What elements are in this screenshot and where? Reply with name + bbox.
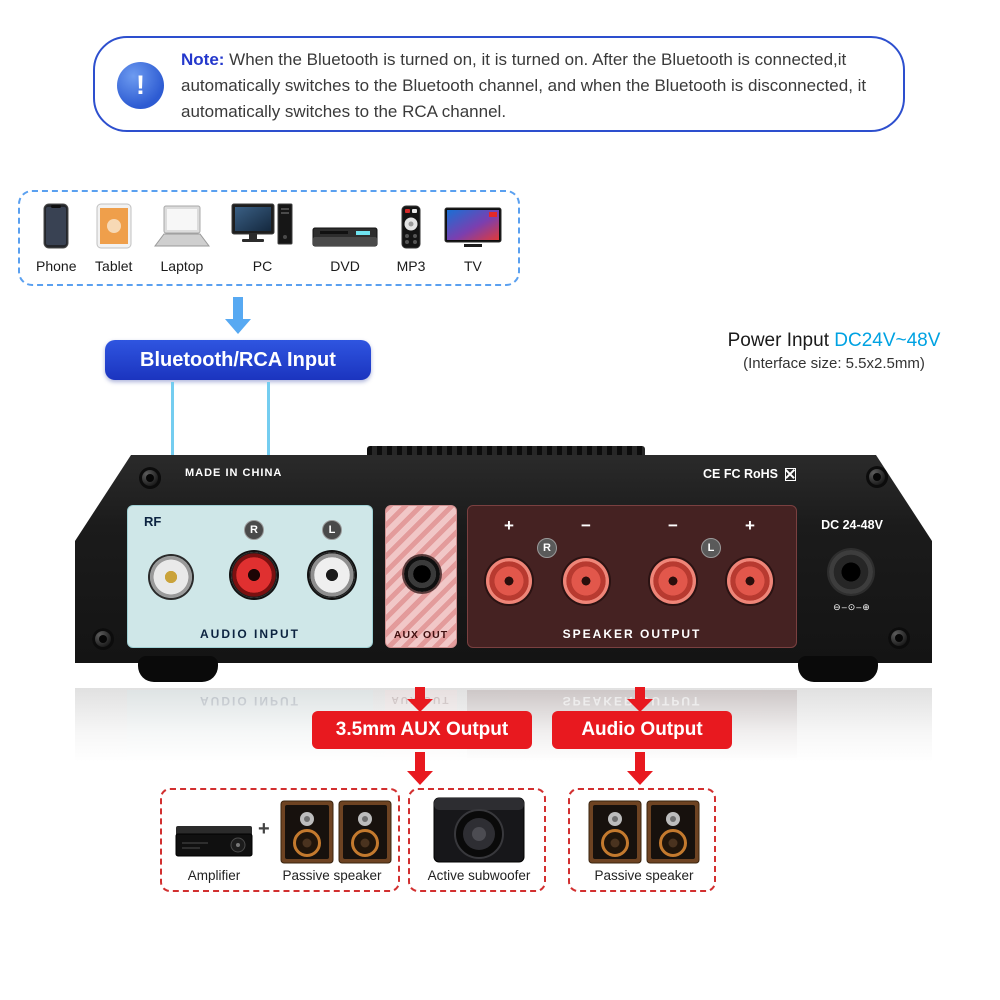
destination-label: Passive speaker [594,868,694,883]
passive-speaker-pair-icon [280,800,392,869]
device-dvd: DVD [312,225,378,274]
note-box: ! Note: When the Bluetooth is turned on,… [93,36,905,132]
aux-out-label: AUX OUT [393,629,449,641]
amp-foot-right [798,656,878,682]
device-label: Phone [36,258,77,274]
mp3-remote-icon [401,205,421,254]
device-label: PC [252,258,273,274]
device-tv: TV [444,207,502,274]
rf-antenna-connector [150,556,192,598]
made-in-china-text: MADE IN CHINA [185,467,283,479]
amp-foot-left [138,656,218,682]
binding-post [650,558,696,604]
audio-input-section: RF R L AUDIO INPUT [127,505,373,648]
note-text: Note: When the Bluetooth is turned on, i… [181,47,893,125]
device-phone: Phone [36,203,76,274]
dc-voltage-label: DC 24-48V [821,518,883,532]
aux-output-button: 3.5mm AUX Output [312,711,532,749]
amplifier-icon [174,814,254,869]
device-label: MP3 [396,258,426,274]
aux-out-section: AUX OUT [385,505,457,648]
destination-passive-speaker-box: Passive speaker [568,788,716,892]
speaker-right-badge: R [537,538,557,558]
aux-3-5mm-jack [404,556,440,592]
device-label: Laptop [160,258,204,274]
arrow-down-icon [627,752,653,791]
rca-jack-left [309,552,355,598]
certification-marks: CE FC RoHS [703,467,796,481]
audio-input-label: AUDIO INPUT [200,627,300,641]
note-label: Note: [181,50,225,69]
device-label: TV [463,258,482,274]
destination-subwoofer-box: Active subwoofer [408,788,546,892]
destination-label: Active subwoofer [427,868,531,883]
binding-post [486,558,532,604]
audio-output-button: Audio Output [552,711,732,749]
arrow-down-icon [407,752,433,791]
passive-speaker-pair-icon [588,800,700,869]
plus-sign: + [504,516,514,535]
bluetooth-rca-input-button: Bluetooth/RCA Input [105,340,371,380]
phone-icon [43,203,69,254]
plus-sign: + [745,516,755,535]
polarity-icon: ⊖–⊙–⊕ [833,602,871,612]
amplifier-rear-panel: MADE IN CHINA CE FC RoHS RF R L AUDIO IN… [75,446,932,686]
arrow-down-icon [224,297,252,340]
screw-icon [139,467,161,489]
power-input-subtitle: (Interface size: 5.5x2.5mm) [743,355,925,372]
device-laptop: Laptop [151,205,213,274]
screw-icon [888,627,910,649]
speaker-left-badge: L [701,538,721,558]
plus-sign: + [258,818,270,840]
exclamation-icon: ! [117,62,164,109]
minus-sign: − [581,516,591,535]
device-label: Tablet [95,258,133,274]
dvd-player-icon [312,225,378,254]
tv-icon [444,207,502,254]
rca-jack-right [231,552,277,598]
speaker-output-label: SPEAKER OUTPUT [562,627,702,641]
binding-post [563,558,609,604]
binding-post [727,558,773,604]
screw-icon [92,628,114,650]
tablet-icon [96,203,132,254]
device-pc: PC [231,203,293,274]
destination-amplifier-speaker-box: + Amplifier Passive speaker [160,788,400,892]
power-input-title: Power Input DC24V~48V [727,330,941,351]
device-mp3: MP3 [396,205,426,274]
speaker-output-section: + − − + R L SPEAKER OUTPUT [467,505,797,648]
rca-right-badge: R [244,520,264,540]
dc-barrel-jack [829,550,873,594]
destination-label: Passive speaker [282,868,382,883]
rca-left-badge: L [322,520,342,540]
laptop-icon [151,205,213,254]
pc-icon [231,203,293,254]
power-input-value: DC24V~48V [834,330,941,351]
minus-sign: − [668,516,678,535]
device-tablet: Tablet [95,203,132,274]
screw-icon [866,466,888,488]
destination-label: Amplifier [187,868,241,883]
weee-bin-icon [785,467,796,481]
source-devices-box: Phone Tablet Laptop PC DVD MP3 TV [18,190,520,286]
power-input-block: Power Input DC24V~48V (Interface size: 5… [698,330,970,372]
device-label: DVD [330,258,360,274]
rf-label: RF [144,514,162,529]
dc-input-area: DC 24-48V ⊖–⊙–⊕ [802,518,902,653]
note-body: When the Bluetooth is turned on, it is t… [181,50,867,121]
subwoofer-icon [431,796,527,871]
